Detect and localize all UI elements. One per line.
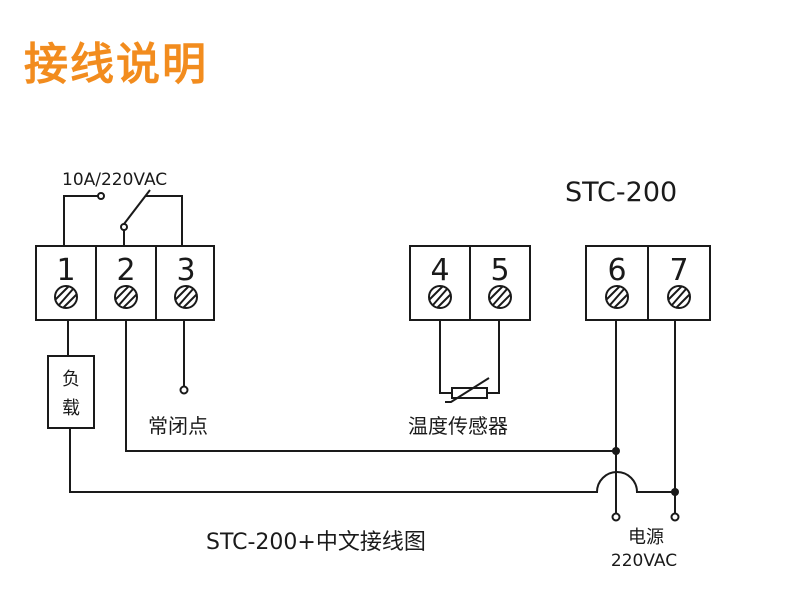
- nc-label: 常闭点: [148, 414, 208, 438]
- terminal-label-4: 4: [430, 253, 449, 288]
- power-value: 220VAC: [611, 551, 677, 571]
- terminal-screws: [54, 285, 691, 309]
- page-title: 接线说明: [24, 39, 208, 90]
- power-terminal-l: [611, 512, 621, 522]
- terminal-label-6: 6: [607, 253, 626, 288]
- relay-nc-wire: [145, 195, 183, 246]
- wire-t2-power: [125, 320, 616, 452]
- terminal-label-5: 5: [490, 253, 509, 288]
- junction-dot-1: [612, 447, 620, 455]
- relay-rating-label: 10A/220VAC: [62, 170, 167, 190]
- sensor-thermistor-mark: [445, 377, 490, 403]
- sensor-label: 温度传感器: [408, 414, 508, 438]
- power-terminal-n: [670, 512, 680, 522]
- junction-dot-2: [671, 488, 679, 496]
- load-label-top: 负: [62, 369, 80, 390]
- terminal-label-2: 2: [116, 253, 135, 288]
- model-label: STC-200: [565, 177, 677, 208]
- terminal-label-7: 7: [669, 253, 688, 288]
- diagram-caption: STC-200+中文接线图: [206, 530, 426, 555]
- relay-common-contact: [120, 223, 128, 231]
- power-label: 电源: [628, 527, 664, 548]
- relay-no-wire: [63, 195, 98, 246]
- sensor-resistor: [451, 387, 488, 399]
- nc-point: [179, 385, 189, 395]
- relay-no-contact: [97, 192, 105, 200]
- terminal-label-3: 3: [176, 253, 195, 288]
- wire-sensor: [439, 320, 500, 394]
- terminal-label-1: 1: [56, 253, 75, 288]
- load-label-bottom: 载: [62, 398, 80, 419]
